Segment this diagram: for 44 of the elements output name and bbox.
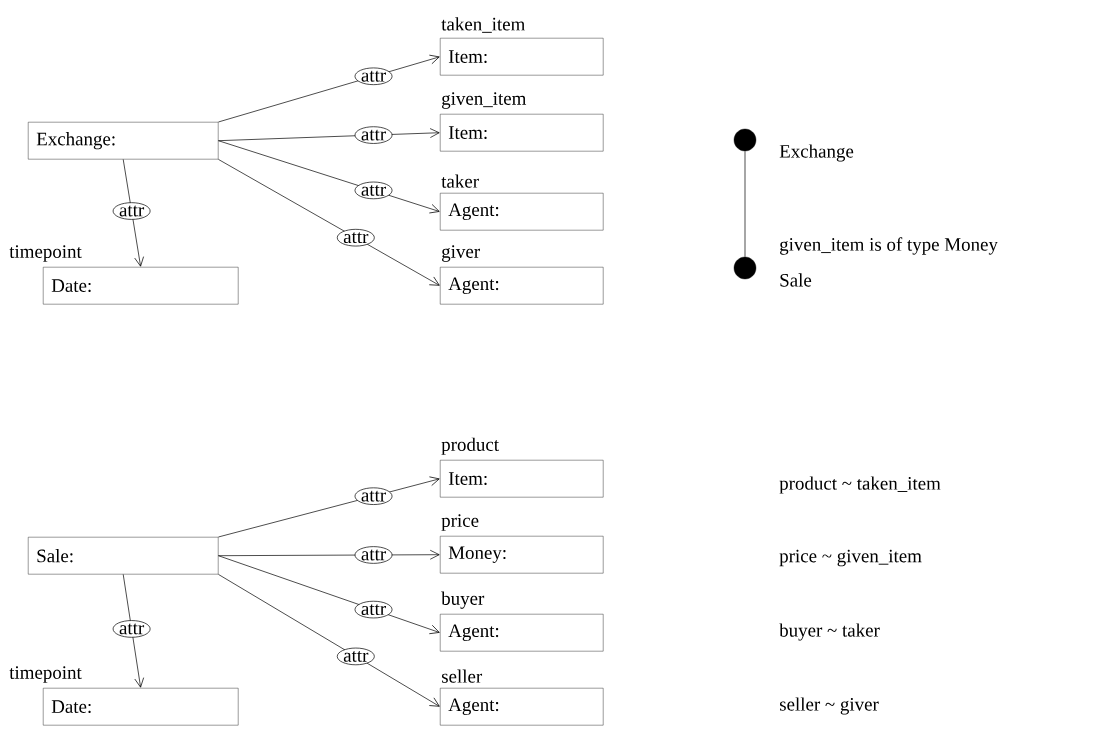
edge-label: attr <box>354 546 393 564</box>
class-box: Agent: <box>440 193 604 231</box>
annotation-text: Exchange <box>779 144 854 162</box>
class-box: Agent: <box>440 614 604 652</box>
heading: buyer <box>441 591 485 609</box>
mapping-note: seller ~ giver <box>780 697 879 715</box>
heading: taken_item <box>441 17 525 33</box>
class-box: Date: <box>43 267 239 305</box>
arrow <box>122 159 144 267</box>
heading: price <box>441 514 479 531</box>
mapping-note: product ~ taken_item <box>779 476 941 494</box>
edge-label: attr <box>354 181 393 200</box>
heading: seller <box>442 669 483 683</box>
heading: timepoint <box>9 245 82 262</box>
heading: giver <box>442 245 480 262</box>
mapping-note: price ~ given_item <box>779 549 922 567</box>
class-box: Sale: <box>28 537 219 575</box>
class-box: Date: <box>43 688 239 726</box>
class-box: Item: <box>440 460 604 498</box>
edge-label: attr <box>354 487 393 505</box>
annotation-text: given_item is of type Money <box>780 237 998 255</box>
edge-label: attr <box>354 600 393 619</box>
arrow <box>122 574 144 688</box>
heading: product <box>441 437 499 455</box>
edge-label: attr <box>112 620 151 638</box>
arrow <box>218 555 440 635</box>
annotation-text: Sale <box>780 273 812 287</box>
class-box: Item: <box>440 38 604 76</box>
mapping-note: buyer ~ taker <box>779 623 880 641</box>
edge-label: attr <box>112 202 151 220</box>
edge-label: attr <box>336 229 375 247</box>
arrow <box>218 159 440 286</box>
class-box: Agent: <box>440 267 604 305</box>
arrow <box>218 574 440 707</box>
heading: taker <box>441 174 479 188</box>
heading: given_item <box>442 92 527 109</box>
class-box: Exchange: <box>28 122 219 160</box>
edge-label: attr <box>354 126 393 144</box>
heading: timepoint <box>9 666 82 683</box>
edge-label: attr <box>354 67 393 85</box>
class-box: Item: <box>440 114 604 152</box>
edge-label: attr <box>336 647 375 666</box>
class-box: Agent: <box>440 688 604 726</box>
class-box: Money: <box>440 536 604 574</box>
